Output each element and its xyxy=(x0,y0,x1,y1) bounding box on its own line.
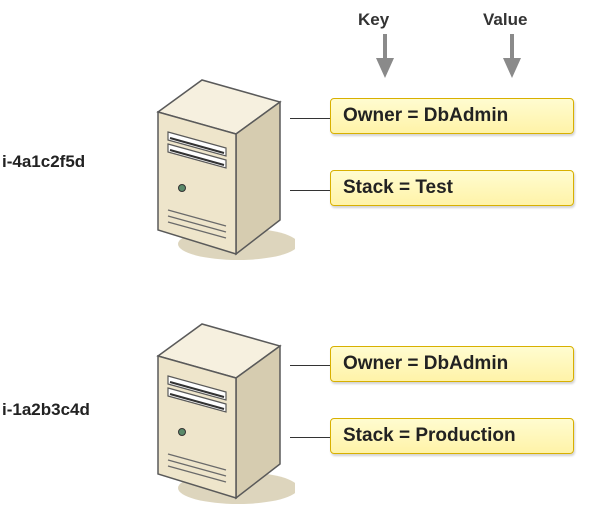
tag-stack: Stack = Test xyxy=(330,170,574,206)
tag-stack: Stack = Production xyxy=(330,418,574,454)
tag-connector-line xyxy=(290,365,332,366)
tag-connector-line xyxy=(290,118,332,119)
tag-owner: Owner = DbAdmin xyxy=(330,346,574,382)
tag-connector-line xyxy=(290,437,332,438)
instance-id-label: i-1a2b3c4d xyxy=(2,400,90,419)
key-header-label: Key xyxy=(358,10,390,29)
tag-connector-line xyxy=(290,190,332,191)
instance-id-label: i-4a1c2f5d xyxy=(2,152,86,171)
tag-owner: Owner = DbAdmin xyxy=(330,98,574,134)
server-tower-icon xyxy=(156,323,295,504)
value-arrow-down-icon xyxy=(503,34,521,78)
server-tower-icon xyxy=(156,79,295,260)
key-arrow-down-icon xyxy=(376,34,394,78)
value-header-label: Value xyxy=(483,10,528,29)
